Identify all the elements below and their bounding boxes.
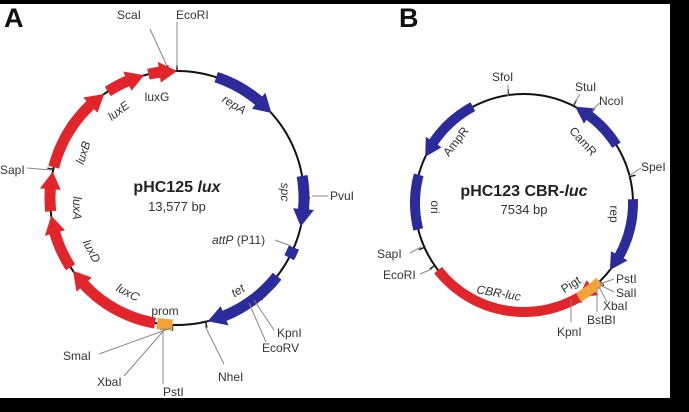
site-label-xbai: XbaI xyxy=(97,375,122,389)
plasmid-title-b: pHC123 CBR-luc xyxy=(460,183,587,200)
gene-label-tet: tet xyxy=(229,281,248,300)
camr-arrow xyxy=(575,106,621,148)
plasmid-title-a: pHC125 lux xyxy=(133,179,221,196)
luxe-arrow xyxy=(104,71,145,97)
gene-label-luxe: luxE xyxy=(105,98,133,124)
site-label-ecorv: EcoRV xyxy=(262,341,299,355)
gene-label-luxc: luxC xyxy=(114,281,142,305)
luxb-arrow xyxy=(48,94,105,169)
luxa-arrow xyxy=(39,171,61,212)
site-label-ecori: EcoRI xyxy=(176,8,209,22)
panel-letter-b: B xyxy=(399,3,419,33)
plasmid-size-a: 13,577 bp xyxy=(148,199,206,214)
gene-label-attp: attP (P11) xyxy=(212,233,265,247)
gene-label-luxg: luxG xyxy=(145,90,170,104)
gene-label-prom: prom xyxy=(151,304,178,318)
repa-arrow xyxy=(214,72,272,113)
gene-label-camr: CamR xyxy=(566,124,599,159)
figure-panel xyxy=(0,4,670,398)
site-label-psti: PstI xyxy=(163,385,184,399)
ori-box xyxy=(410,173,424,231)
plasmid-map-a xyxy=(39,61,314,331)
spei-tick xyxy=(628,174,636,178)
site-label-ncoi: NcoI xyxy=(599,94,624,108)
rep-arrow xyxy=(609,199,638,271)
luxg-arrow xyxy=(147,61,177,83)
pigt-box xyxy=(576,277,604,302)
site-label-kpni: KpnI xyxy=(277,326,302,340)
site-label-sfoi: SfoI xyxy=(492,70,513,84)
site-label-ecori-b: EcoRI xyxy=(383,268,416,282)
ecori-tick xyxy=(429,264,436,270)
plasmid-size-b: 7534 bp xyxy=(501,202,548,217)
luxc-arrow xyxy=(73,270,156,329)
plasmid-map-b xyxy=(410,89,638,317)
site-label-scai: ScaI xyxy=(117,8,141,22)
prom-box xyxy=(156,318,173,331)
site-label-pvui: PvuI xyxy=(330,189,354,203)
site-label-xbai-b: XbaI xyxy=(603,299,628,313)
attp-box xyxy=(284,245,299,261)
site-label-stui: StuI xyxy=(575,80,596,94)
sapi-tick xyxy=(47,167,55,171)
site-label-sapi: SapI xyxy=(0,163,25,177)
sapi-tick xyxy=(418,246,426,251)
site-label-spei: SpeI xyxy=(641,160,666,174)
site-label-kpni-b: KpnI xyxy=(557,325,582,339)
ampr-arrow xyxy=(425,102,476,157)
gene-label-rep: rep xyxy=(607,205,621,223)
site-label-sali: SalI xyxy=(616,286,637,300)
nhei-tick xyxy=(204,320,208,328)
site-label-psti-b: PstI xyxy=(616,272,637,286)
site-label-sapi-b: SapI xyxy=(377,247,402,261)
site-label-nhei: NheI xyxy=(218,370,243,384)
site-label-smai: SmaI xyxy=(63,349,91,363)
gene-label-luxa: luxA xyxy=(70,196,84,219)
site-label-bstbi: BstBI xyxy=(587,313,616,327)
panel-letter-a: A xyxy=(4,3,24,33)
spc-arrow xyxy=(293,175,314,227)
gene-label-ori: ori xyxy=(428,200,442,213)
cbr-luc-arrow xyxy=(434,267,599,317)
gene-label-luxb: luxB xyxy=(73,140,94,167)
luxd-arrow xyxy=(44,215,76,271)
gene-label-luxd: luxD xyxy=(80,237,104,265)
gene-label-spc: spc xyxy=(278,183,292,202)
tet-arrow xyxy=(207,272,282,326)
